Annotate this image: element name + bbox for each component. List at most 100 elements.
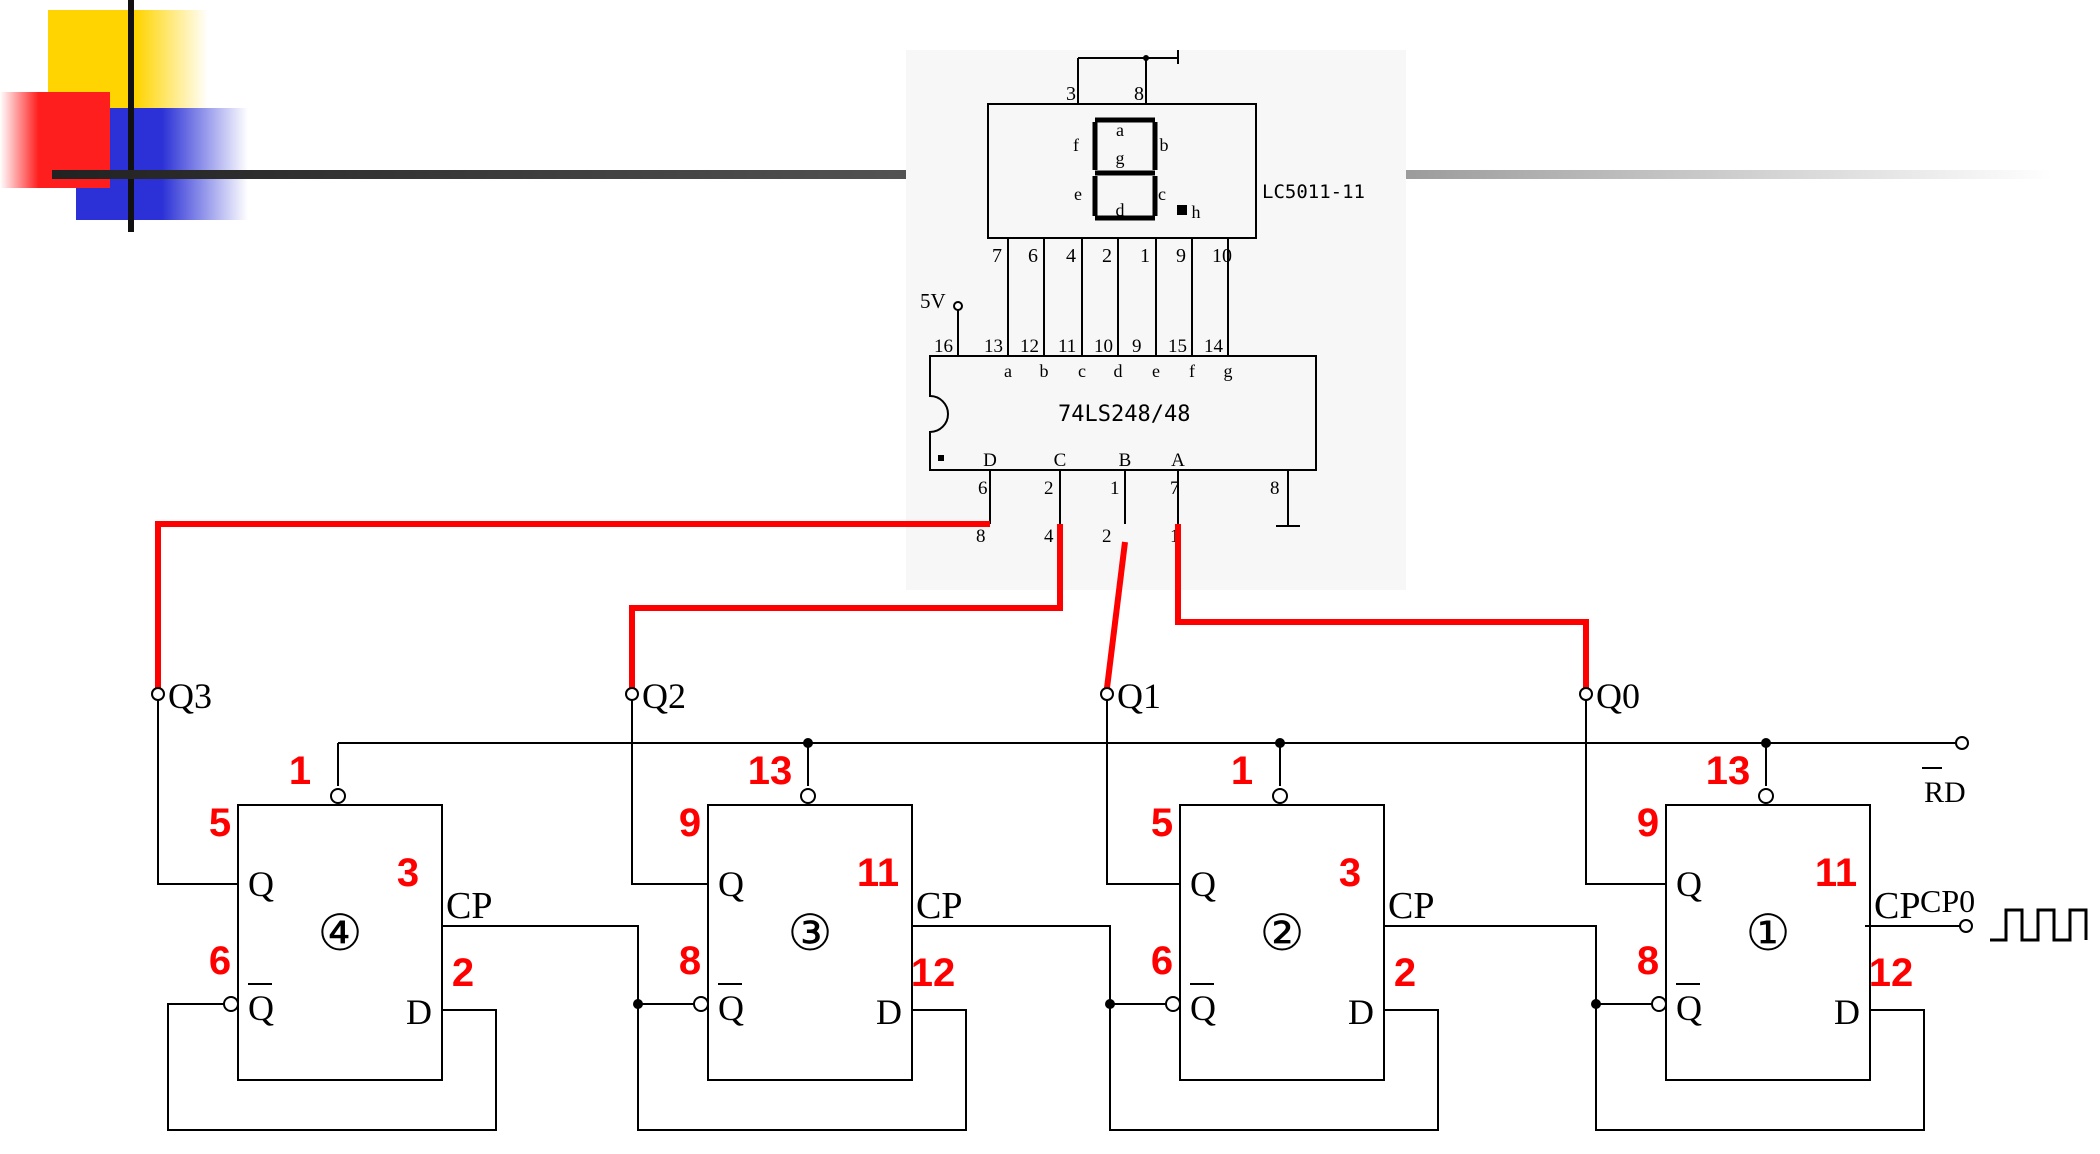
pin-q: 5 bbox=[1151, 801, 1173, 845]
decoder-function-b: b bbox=[1040, 361, 1049, 381]
q-output-label: Q2 bbox=[642, 676, 686, 716]
display-pin-label: 9 bbox=[1176, 245, 1186, 267]
decoder-function-g: g bbox=[1224, 361, 1233, 381]
highlight-wires bbox=[155, 521, 1589, 689]
pin-d: 12 bbox=[1869, 951, 1914, 995]
d-label: D bbox=[876, 992, 902, 1032]
q-output-terminal bbox=[151, 687, 165, 701]
pin-q: 5 bbox=[209, 801, 231, 845]
clock-chain-wire bbox=[912, 925, 1111, 1004]
decoder-pin-label: 10 bbox=[1094, 336, 1113, 357]
clock-input bbox=[1865, 908, 2088, 942]
decoder-function-d: d bbox=[1114, 361, 1123, 381]
bit-weight-label: 1 bbox=[1170, 526, 1180, 547]
decoder-function-f: f bbox=[1189, 361, 1195, 381]
decoder-pin-label: 12 bbox=[1020, 336, 1039, 357]
q-output-wire bbox=[631, 700, 708, 885]
flip-flop-box bbox=[707, 804, 913, 1081]
decoder-function-c: c bbox=[1078, 361, 1086, 381]
bit-weight-label: 8 bbox=[976, 526, 986, 547]
q-label: Q bbox=[718, 864, 744, 904]
display-pin-label: 8 bbox=[1134, 83, 1144, 105]
reset-input-bubble bbox=[330, 788, 346, 804]
display-pin-label: 10 bbox=[1212, 245, 1232, 267]
segment-label-e: e bbox=[1074, 184, 1082, 204]
flip-flop-number: ④ bbox=[318, 905, 363, 961]
q-output-wire bbox=[1585, 700, 1666, 885]
bus-dots bbox=[803, 738, 1771, 748]
display-pin-label: 3 bbox=[1066, 83, 1076, 105]
d-label: D bbox=[1834, 992, 1860, 1032]
bit-weight-label: 2 bbox=[1102, 526, 1112, 547]
d-label: D bbox=[1348, 992, 1374, 1032]
decoder-pin-label: 8 bbox=[1270, 478, 1280, 499]
qbar-bubble bbox=[223, 996, 239, 1012]
qbar-label: Q bbox=[248, 988, 274, 1028]
pin-cp: 3 bbox=[397, 851, 419, 895]
pin-q: 9 bbox=[679, 801, 701, 845]
clock-chain-wire bbox=[442, 925, 639, 1004]
display-pin-label: 4 bbox=[1066, 245, 1076, 267]
pin-d: 2 bbox=[1394, 951, 1416, 995]
q-output-wire bbox=[157, 700, 238, 885]
pin-rd: 1 bbox=[289, 749, 311, 793]
rd-label: RD bbox=[1924, 776, 1966, 809]
segment-label-h: h bbox=[1192, 202, 1201, 222]
decoder-function-e: e bbox=[1152, 361, 1160, 381]
d-feedback-wire bbox=[167, 1003, 497, 1131]
decoder-pin-label: 6 bbox=[978, 478, 988, 499]
q-output-terminal bbox=[1100, 687, 1114, 701]
cp-label: CP bbox=[1874, 885, 1920, 927]
d-label: D bbox=[406, 992, 432, 1032]
rd-terminal[interactable] bbox=[1955, 736, 1969, 750]
pin-cp: 11 bbox=[857, 851, 899, 895]
clock-chain-wire bbox=[1384, 925, 1597, 1004]
pin-cp: 3 bbox=[1339, 851, 1361, 895]
flip-flop-number: ③ bbox=[788, 905, 833, 961]
decoder-input-A: A bbox=[1171, 450, 1185, 471]
segment-label-a: a bbox=[1116, 120, 1124, 140]
qbar-bubble bbox=[693, 996, 709, 1012]
decoder-pin-label: 14 bbox=[1204, 336, 1224, 357]
display-pin-label: 1 bbox=[1140, 245, 1150, 267]
flip-flop-box bbox=[1179, 804, 1385, 1081]
display-pin-label: 2 bbox=[1102, 245, 1112, 267]
qbar-label: Q bbox=[1676, 988, 1702, 1028]
q-output-wire bbox=[1106, 700, 1180, 885]
q-label: Q bbox=[248, 864, 274, 904]
decoder-label: 74LS248/48 bbox=[1058, 402, 1190, 427]
pin-rd: 13 bbox=[1706, 749, 1751, 793]
decoder-pin-label: 11 bbox=[1058, 336, 1076, 357]
pin-rd: 13 bbox=[748, 749, 793, 793]
d-feedback-wire bbox=[1109, 1003, 1439, 1131]
clock-terminal[interactable] bbox=[1959, 919, 1973, 933]
decoder-chip bbox=[929, 355, 1317, 471]
decoder-function-a: a bbox=[1004, 361, 1012, 381]
decoder-pin-label: 7 bbox=[1170, 478, 1180, 499]
segment-label-c: c bbox=[1158, 184, 1166, 204]
pin-q: 9 bbox=[1637, 801, 1659, 845]
pin-rd: 1 bbox=[1231, 749, 1253, 793]
cp-label: CP bbox=[1388, 885, 1434, 927]
reset-input-bubble bbox=[800, 788, 816, 804]
decoder-input-C: C bbox=[1054, 450, 1067, 471]
display-pin-label: 7 bbox=[992, 245, 1002, 267]
reset-bus bbox=[337, 742, 1958, 786]
reset-input-bubble bbox=[1272, 788, 1288, 804]
q-output-label: Q1 bbox=[1117, 676, 1161, 716]
qbar-bubble bbox=[1165, 996, 1181, 1012]
qbar-label: Q bbox=[1190, 988, 1216, 1028]
q-label: Q bbox=[1676, 864, 1702, 904]
q-output-terminal bbox=[625, 687, 639, 701]
pin-d: 2 bbox=[452, 951, 474, 995]
bit-weight-label: 4 bbox=[1044, 526, 1054, 547]
segment-label-d: d bbox=[1116, 200, 1125, 220]
cp-label: CP bbox=[446, 885, 492, 927]
segment-label-b: b bbox=[1160, 135, 1169, 155]
decoder-pin-label: 2 bbox=[1044, 478, 1054, 499]
decoder-pin-label: 9 bbox=[1132, 336, 1142, 357]
